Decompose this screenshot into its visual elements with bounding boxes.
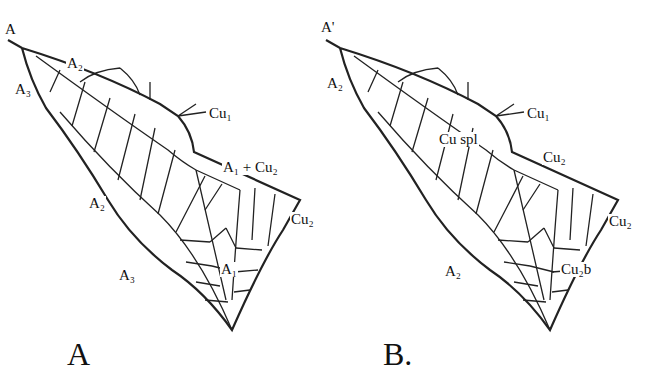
vein-label: A₁ + Cu₂ — [222, 160, 279, 175]
vein-label: A' — [320, 20, 336, 35]
panel-letter: A — [66, 338, 91, 370]
vein-label: A₃ — [118, 268, 136, 283]
vein-label: A₂ — [66, 56, 84, 71]
vein-label: Cu spl — [438, 132, 479, 147]
vein-label: A₃ — [14, 82, 32, 97]
vein-label: Cu₂b — [560, 262, 592, 277]
vein-label: Cu₁ — [526, 106, 551, 121]
vein-label: Cu₂ — [290, 212, 315, 227]
vein-label: Cu₁ — [208, 106, 233, 121]
vein-label: Cu₂ — [608, 214, 633, 229]
vein-label: A — [4, 22, 17, 37]
vein-label: A₂ — [444, 264, 462, 279]
panel-letter: B. — [382, 338, 413, 370]
vein-label: A₂ — [88, 196, 106, 211]
vein-label: A₂ — [326, 76, 344, 91]
vein-label: A₁ — [220, 262, 238, 277]
vein-label: Cu₂ — [542, 150, 567, 165]
